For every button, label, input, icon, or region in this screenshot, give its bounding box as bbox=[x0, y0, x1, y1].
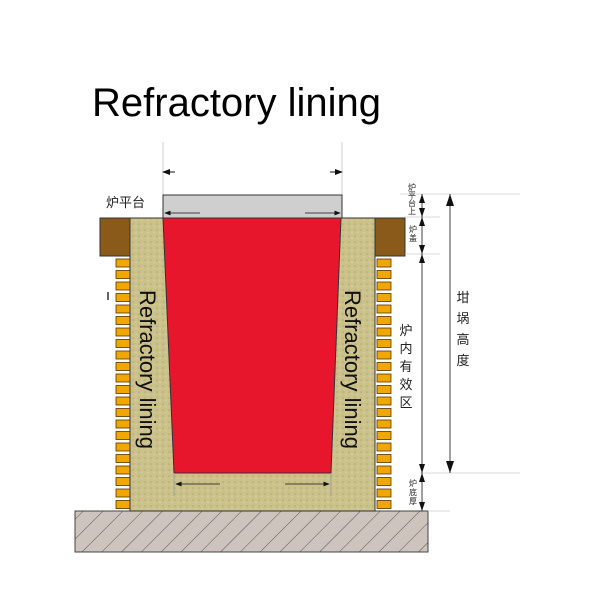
coil-brick bbox=[115, 373, 131, 383]
furnace-cover-label: 炉 bbox=[409, 224, 417, 234]
coil-brick bbox=[115, 327, 131, 337]
crucible-height-label: 度 bbox=[456, 353, 469, 369]
above-platform-label: 平 bbox=[408, 191, 416, 200]
brick-coil-columns bbox=[115, 258, 392, 509]
coil-brick bbox=[115, 304, 131, 314]
coil-brick bbox=[376, 488, 392, 498]
platform-block-left bbox=[99, 217, 131, 257]
coil-brick bbox=[376, 258, 392, 268]
crucible bbox=[162, 217, 342, 474]
effective-zone-label: 效 bbox=[399, 378, 412, 393]
coil-brick bbox=[376, 339, 392, 348]
coil-brick bbox=[115, 465, 131, 475]
coil-brick bbox=[115, 385, 131, 394]
coil-brick bbox=[376, 293, 392, 302]
coil-brick bbox=[115, 316, 131, 325]
top-width-dimension bbox=[162, 142, 343, 195]
coil-brick bbox=[376, 465, 392, 475]
coil-brick bbox=[115, 442, 131, 452]
coil-brick bbox=[115, 281, 131, 291]
coil-brick bbox=[115, 270, 131, 279]
coil-brick bbox=[115, 419, 131, 429]
lining-label-left: Refractory lining bbox=[135, 290, 160, 449]
coil-brick bbox=[376, 316, 392, 325]
effective-zone-label: 区 bbox=[399, 396, 412, 411]
coil-brick bbox=[376, 454, 392, 463]
effective-zone-label: 内 bbox=[399, 341, 412, 357]
above-platform-label: 炉 bbox=[408, 182, 416, 192]
coil-brick bbox=[376, 477, 392, 486]
bottom-width-dimension bbox=[173, 473, 332, 496]
platform-block-right bbox=[374, 217, 406, 257]
coil-brick bbox=[115, 488, 131, 498]
bottom-thickness-label: 炉 bbox=[409, 478, 417, 488]
coil-brick bbox=[115, 454, 131, 463]
coil-brick bbox=[376, 350, 392, 360]
bottom-thickness-label: 底 bbox=[409, 487, 417, 497]
crucible-height-label: 埚 bbox=[456, 312, 469, 327]
coil-brick bbox=[376, 270, 392, 279]
coil-brick bbox=[115, 500, 131, 509]
coil-brick bbox=[376, 373, 392, 383]
above-platform-label: 上 bbox=[408, 207, 416, 216]
coil-brick bbox=[115, 477, 131, 486]
diagram-title: Refractory lining bbox=[92, 81, 381, 125]
coil-brick bbox=[376, 385, 392, 394]
furnace-platform-label: 炉平台 bbox=[106, 196, 145, 211]
coil-brick bbox=[376, 327, 392, 337]
coil-brick bbox=[115, 258, 131, 268]
crucible-height-label: 坩 bbox=[456, 291, 469, 306]
coil-brick bbox=[115, 362, 131, 371]
coil-brick bbox=[376, 362, 392, 371]
lining-label-right: Refractory lining bbox=[340, 290, 365, 449]
coil-brick bbox=[376, 431, 392, 440]
coil-brick bbox=[376, 281, 392, 291]
coil-brick bbox=[115, 408, 131, 417]
above-platform-label: 台 bbox=[408, 198, 416, 208]
coil-brick bbox=[115, 431, 131, 440]
coil-brick bbox=[115, 293, 131, 302]
coil-brick bbox=[376, 396, 392, 406]
coil-brick bbox=[376, 419, 392, 429]
coil-brick bbox=[376, 500, 392, 509]
coil-brick bbox=[376, 442, 392, 452]
bottom-thickness-label: 厚 bbox=[409, 497, 417, 506]
coil-brick bbox=[115, 350, 131, 360]
coil-brick bbox=[376, 304, 392, 314]
crucible-height-label: 高 bbox=[456, 332, 469, 348]
furnace-cover-label: 盖 bbox=[409, 233, 417, 243]
coil-brick bbox=[376, 408, 392, 417]
coil-brick bbox=[115, 396, 131, 406]
height-dimensions bbox=[400, 193, 520, 512]
effective-zone-label: 炉 bbox=[399, 324, 412, 339]
coil-brick bbox=[115, 339, 131, 348]
foundation-base bbox=[74, 510, 429, 553]
effective-zone-label: 有 bbox=[399, 360, 412, 375]
crucible-lid bbox=[162, 194, 343, 219]
